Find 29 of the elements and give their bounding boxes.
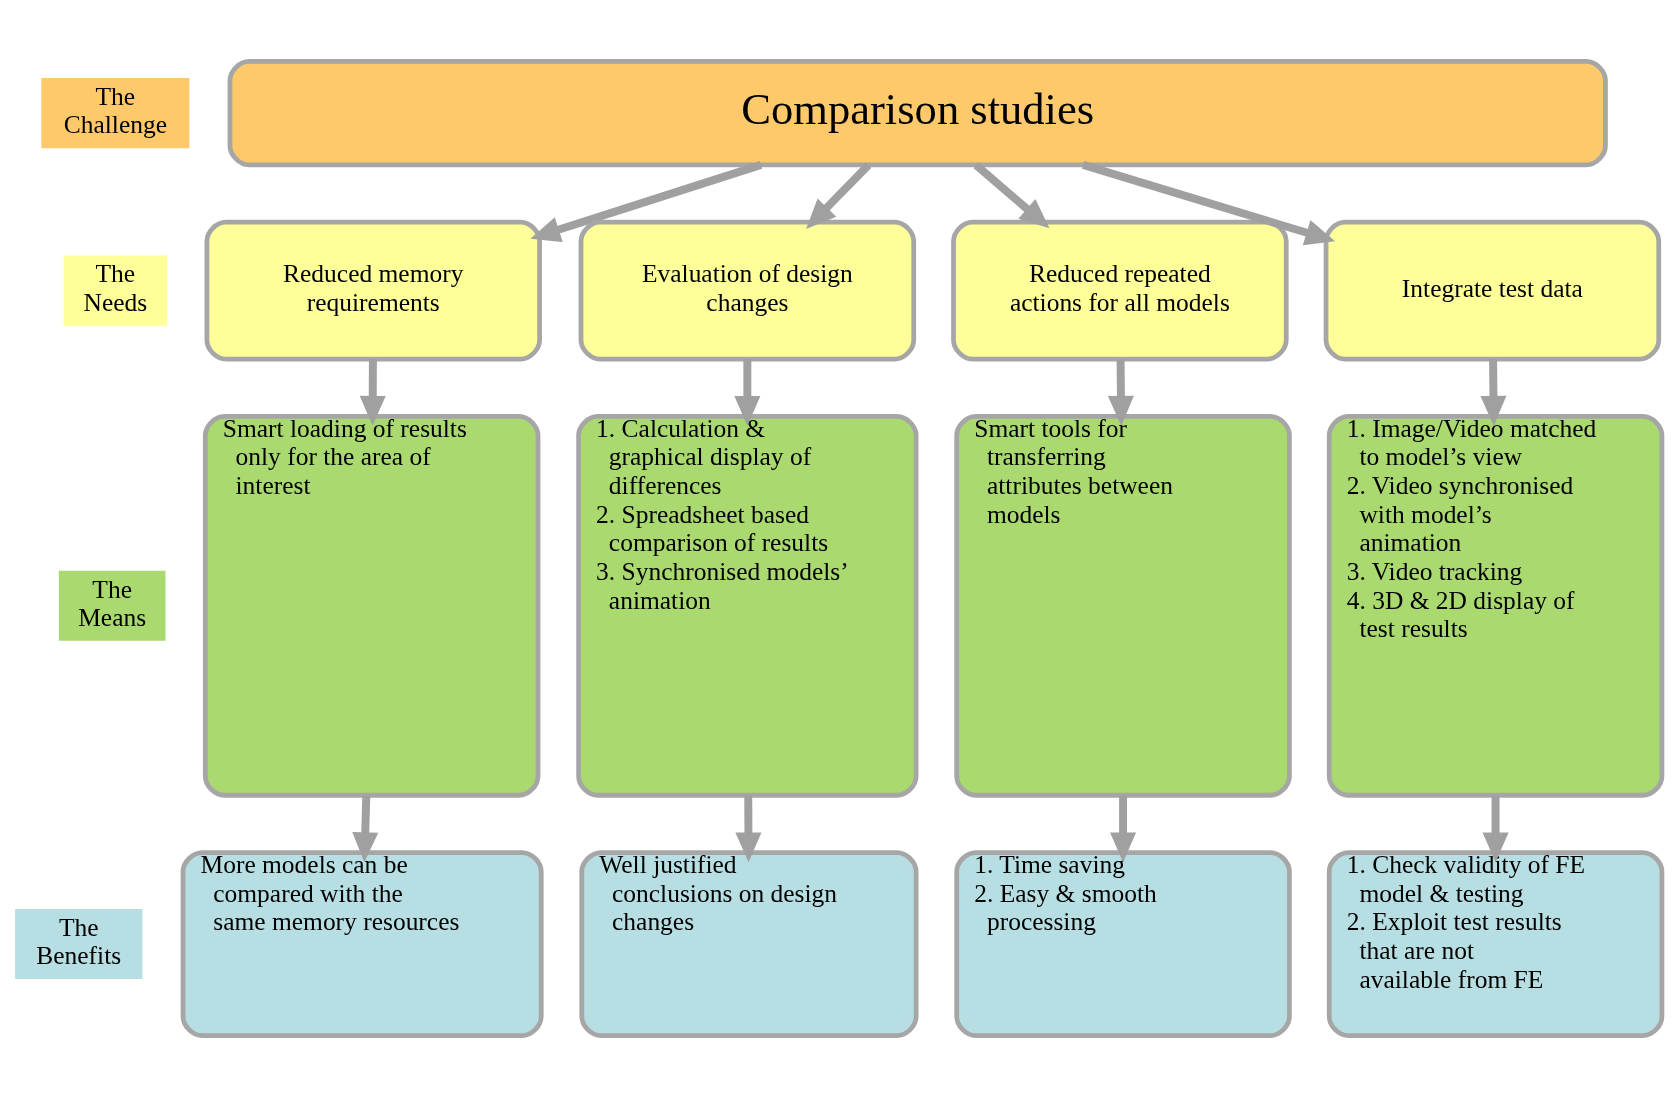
- arrow: [735, 795, 762, 863]
- node-box: 1. Check validity of FE model & testing 2. Exploit test results that are not available from FE: [1326, 850, 1665, 1039]
- arrow: [1107, 359, 1134, 426]
- node-box: Reduced repeated actions for all models: [951, 219, 1289, 362]
- arrow: [352, 795, 379, 863]
- node-box: Smart tools for transferring attributes between models: [954, 414, 1292, 798]
- node-box: The Challenge: [41, 78, 190, 149]
- node-box: 1. Image/Video matched to model’s view 2. Video synchronised with model’s animation 3. Video tracking 4. 3D & 2D display of test results: [1326, 414, 1665, 798]
- node-box: Smart loading of results only for the area of interest: [202, 414, 541, 798]
- node-box: The Benefits: [15, 909, 143, 980]
- arrow: [1110, 795, 1137, 863]
- node-box: Comparison studies: [227, 59, 1608, 168]
- node-box: Well justified conclusions on design changes: [579, 850, 919, 1039]
- arrow: [359, 359, 386, 426]
- arrow: [530, 161, 763, 243]
- node-box: Reduced memory requirements: [204, 219, 542, 362]
- node-box: Integrate test data: [1323, 219, 1662, 362]
- arrow: [973, 162, 1050, 229]
- node-box: More models can be compared with the same memory resources: [180, 850, 544, 1039]
- arrow: [1482, 795, 1509, 863]
- arrow: [1082, 161, 1336, 246]
- node-box: 1. Calculation & graphical display of differences 2. Spreadsheet based comparison of results 3. Synchronised models’ animation: [576, 414, 919, 798]
- node-box: Evaluation of design changes: [578, 219, 917, 362]
- node-box: The Means: [58, 570, 166, 641]
- node-box: The Needs: [63, 255, 168, 326]
- node-box: 1. Time saving 2. Easy & smooth processing: [954, 850, 1292, 1039]
- arrow: [1480, 359, 1507, 426]
- arrow: [734, 359, 761, 426]
- arrow: [806, 162, 872, 229]
